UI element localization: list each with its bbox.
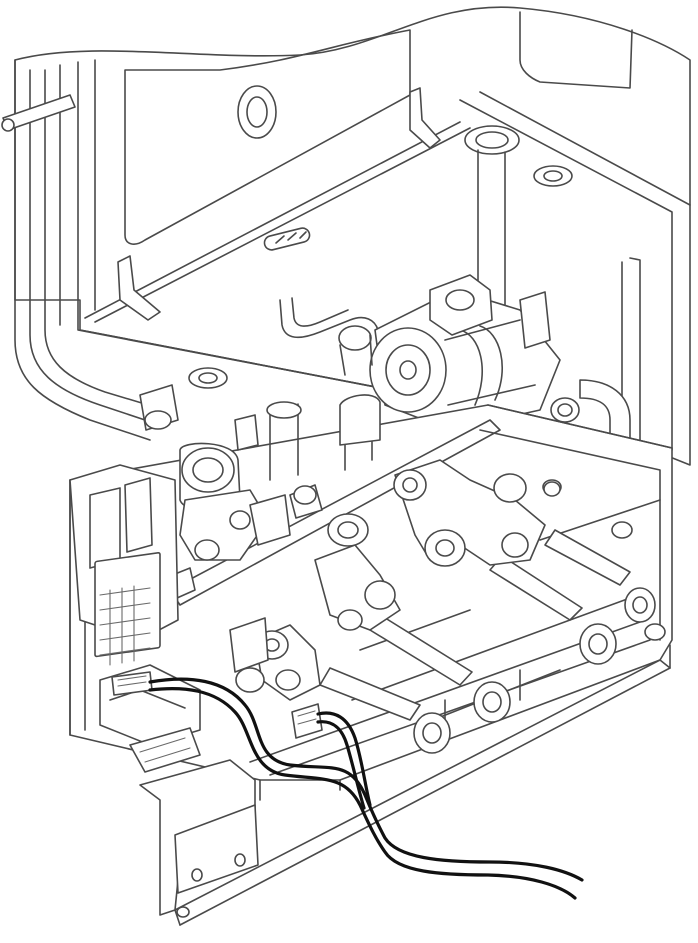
vertical-flue-pipe bbox=[477, 149, 506, 321]
pipe-4 bbox=[544, 529, 631, 586]
right-port bbox=[533, 165, 573, 187]
water-pipes bbox=[266, 394, 656, 754]
cables bbox=[148, 677, 584, 900]
flue-collar bbox=[464, 125, 520, 155]
pump-head bbox=[369, 327, 447, 413]
pipe-4-nut bbox=[624, 587, 656, 623]
pipe-3-nut bbox=[579, 623, 617, 665]
vent-slot bbox=[263, 227, 311, 251]
casing-fittings bbox=[117, 85, 573, 389]
pipe-1 bbox=[319, 667, 421, 721]
cable-2 bbox=[148, 687, 577, 900]
lower-port bbox=[188, 367, 228, 389]
pressure-cap bbox=[338, 325, 372, 351]
valve-fittings bbox=[254, 459, 561, 701]
pressure-gauge bbox=[181, 447, 235, 493]
pump-assembly bbox=[279, 274, 631, 441]
connector-block bbox=[94, 551, 161, 658]
pipe-1-nut bbox=[413, 712, 451, 754]
rear-top-panel bbox=[519, 11, 633, 89]
control-panel bbox=[69, 464, 269, 916]
bracket-mid bbox=[117, 255, 161, 321]
wire-connector bbox=[111, 671, 323, 739]
left-hydraulic-block bbox=[139, 384, 323, 603]
frame-edge bbox=[174, 659, 661, 911]
connector-strip bbox=[249, 494, 291, 546]
cable-4 bbox=[316, 720, 366, 810]
rear-shelf bbox=[487, 404, 673, 449]
bottom-frame bbox=[174, 644, 671, 926]
bracket-top bbox=[409, 87, 441, 149]
pump-fitting-right bbox=[550, 397, 580, 423]
s-pipe bbox=[279, 299, 379, 339]
cable-3 bbox=[316, 711, 372, 807]
sensor-block bbox=[519, 291, 551, 349]
pipe-2-nut bbox=[473, 681, 511, 723]
left-side-pipe bbox=[1, 59, 166, 441]
top-port-ring bbox=[237, 85, 277, 139]
front-panel-inset bbox=[124, 29, 411, 245]
cable-1 bbox=[148, 677, 584, 882]
